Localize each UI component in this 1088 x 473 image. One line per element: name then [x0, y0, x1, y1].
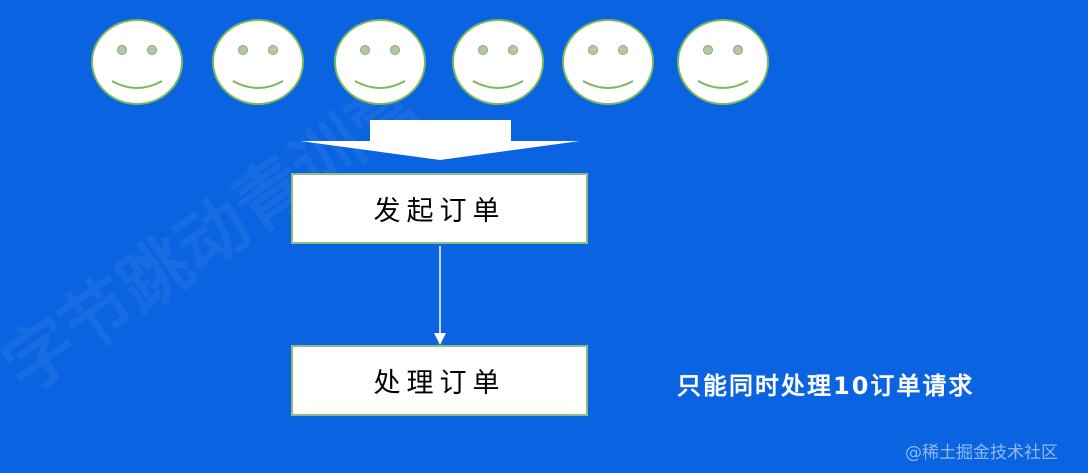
- initiate-order-box: 发起订单: [291, 173, 588, 244]
- connector-arrow: [434, 246, 446, 345]
- big-down-arrow: [300, 120, 580, 160]
- process-order-box: 处理订单: [291, 345, 588, 416]
- user-smiley-icon: [562, 19, 654, 105]
- user-smiley-icon: [677, 19, 769, 105]
- user-smiley-icon: [212, 19, 304, 105]
- capacity-note: 只能同时处理10订单请求: [677, 372, 975, 400]
- user-smiley-icon: [334, 19, 426, 105]
- watermark: @稀土掘金技术社区: [905, 443, 1058, 463]
- user-smiley-icon: [91, 19, 183, 105]
- user-smiley-icon: [452, 19, 544, 105]
